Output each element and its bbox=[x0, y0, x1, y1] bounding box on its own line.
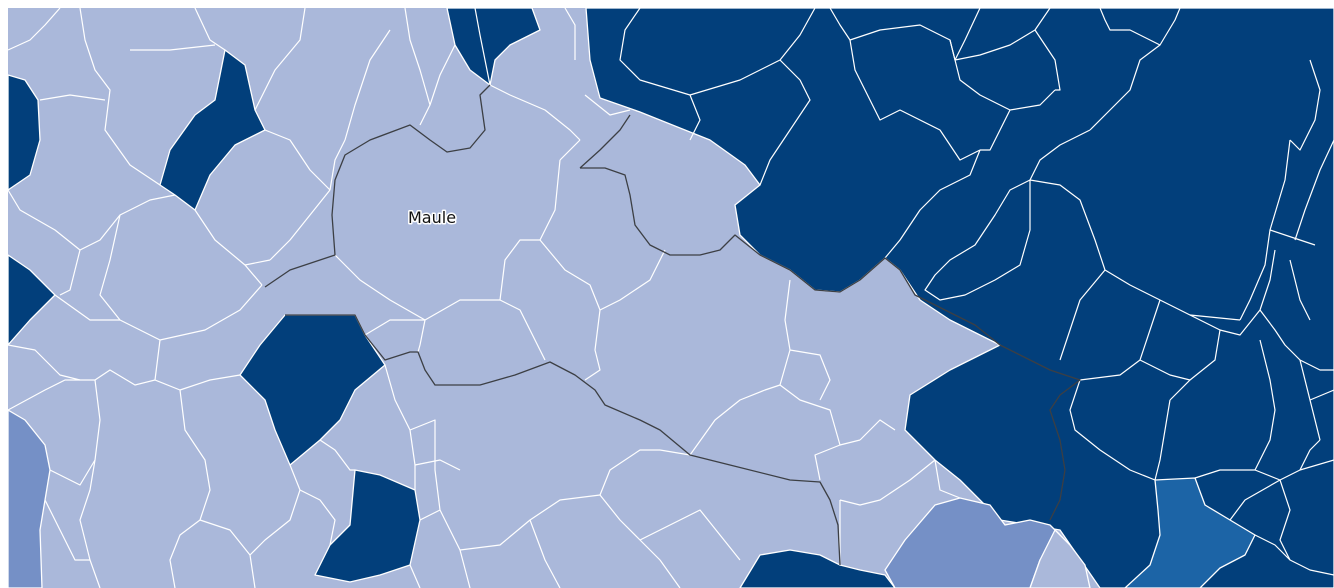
region-label-maule: Maule bbox=[407, 207, 458, 229]
map-label-maule: Maule bbox=[408, 208, 456, 227]
region-dark-edge-1[interactable] bbox=[8, 74, 41, 191]
commune-borders bbox=[8, 8, 961, 588]
region-mid-south[interactable] bbox=[884, 497, 1061, 588]
region-medium-blue[interactable] bbox=[1124, 477, 1256, 588]
region-dark-edge-2[interactable] bbox=[8, 254, 56, 346]
dark-commune-borders bbox=[619, 8, 1334, 576]
province-borders bbox=[264, 84, 1081, 566]
region-light-south[interactable] bbox=[1029, 529, 1091, 588]
map-canvas[interactable]: Maule bbox=[8, 8, 1334, 588]
region-dark-south[interactable] bbox=[314, 469, 421, 583]
region-dark-north[interactable] bbox=[446, 8, 541, 86]
choropleth-map[interactable]: Maule bbox=[8, 8, 1334, 588]
